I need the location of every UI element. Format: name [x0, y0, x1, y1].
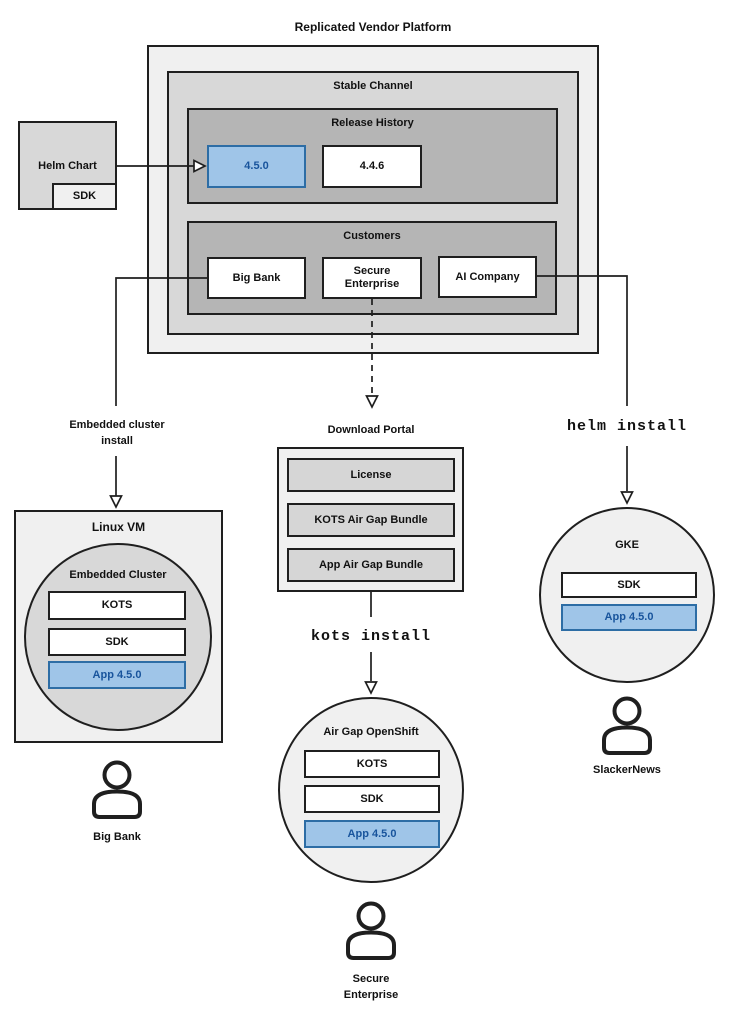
stable-channel-label: Stable Channel: [333, 80, 413, 92]
helm-chart-sdk-box: SDK: [52, 183, 117, 210]
portal-license-box: License: [287, 458, 455, 492]
release-version-450: 4.5.0: [207, 145, 306, 188]
embedded-app-box: App 4.5.0: [48, 661, 186, 689]
gke-app-box: App 4.5.0: [561, 604, 697, 631]
user-icon: [602, 696, 652, 755]
embedded-cluster-label: Embedded Cluster: [69, 569, 167, 581]
customer-ai-company: AI Company: [438, 256, 537, 298]
openshift-kots-box: KOTS: [304, 750, 440, 778]
arrowhead-down-right-icon: [620, 491, 634, 505]
linux-vm-label: Linux VM: [91, 520, 146, 534]
user-icon: [92, 760, 142, 819]
helm-chart-label: Helm Chart: [38, 160, 97, 172]
secure-enterprise-user-label: Secure Enterprise: [343, 973, 399, 1001]
page-title: Replicated Vendor Platform: [294, 20, 452, 34]
customers-label: Customers: [343, 230, 401, 242]
helm-install-label: helm install: [566, 418, 688, 435]
customer-big-bank: Big Bank: [207, 257, 306, 299]
customer-secure-enterprise: Secure Enterprise: [322, 257, 422, 299]
arrowhead-down-kots-icon: [364, 681, 378, 695]
slackernews-user-label: SlackerNews: [593, 764, 661, 776]
gke-sdk-box: SDK: [561, 572, 697, 598]
big-bank-user-label: Big Bank: [93, 831, 141, 843]
openshift-app-box: App 4.5.0: [304, 820, 440, 848]
embedded-sdk-box: SDK: [48, 628, 186, 656]
arrowhead-down-dashed-icon: [365, 395, 379, 409]
embedded-kots-box: KOTS: [48, 591, 186, 620]
download-portal-label: Download Portal: [327, 424, 415, 436]
openshift-sdk-box: SDK: [304, 785, 440, 813]
portal-kots-bundle-box: KOTS Air Gap Bundle: [287, 503, 455, 537]
kots-install-label: kots install: [310, 628, 432, 645]
arrowhead-down-left-icon: [109, 495, 123, 509]
airgap-openshift-label: Air Gap OpenShift: [323, 726, 419, 738]
user-icon: [346, 901, 396, 960]
embedded-cluster-install-label: Embedded cluster install: [69, 419, 165, 447]
release-history-label: Release History: [331, 117, 414, 129]
gke-label: GKE: [615, 539, 639, 551]
release-version-446: 4.4.6: [322, 145, 422, 188]
portal-app-bundle-box: App Air Gap Bundle: [287, 548, 455, 582]
